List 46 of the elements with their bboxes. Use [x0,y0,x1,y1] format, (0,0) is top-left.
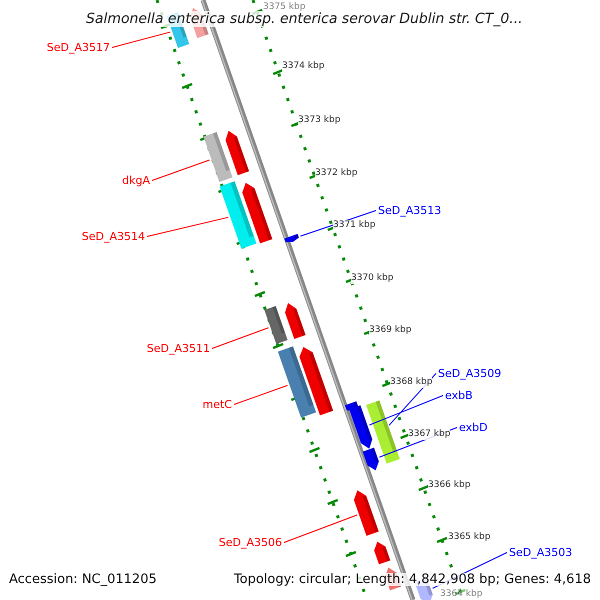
scale-label: 3365 kbp [448,532,490,543]
scale-label: 3364 kbp [440,589,482,600]
scale-label: 3367 kbp [408,429,450,440]
leader-line [234,384,288,405]
footer-text: Accession: NC_011205 [9,573,157,586]
gene-label: exbD [459,422,488,433]
gene-label: SeD_A3513 [378,205,442,216]
scale-label: 3368 kbp [390,377,432,388]
leader-line [112,32,171,48]
gene-block [374,542,390,564]
gene-label: dkgA [122,175,150,186]
gene-block [278,346,316,418]
gene-label: SeD_A3509 [438,368,502,379]
leader-line [284,514,358,543]
scale-label: 3372 kbp [315,168,358,179]
gene-marker [284,234,299,242]
gene-block [203,132,233,182]
gene-marker [345,401,358,411]
scale-label: 3373 kbp [298,115,340,126]
gene-block [220,181,256,249]
gene-label: metC [202,399,232,410]
gene-block [299,346,334,416]
gene-block [362,448,379,470]
scale-label: 3371 kbp [333,220,376,231]
gene-label: SeD_A3514 [82,231,145,242]
footer-text: Topology: circular; Length: 4,842,908 bp; Genes: 4,618 [234,573,591,586]
leader-line [368,395,444,426]
leader-line [146,216,229,237]
scale-label: 3369 kbp [369,325,412,336]
gene-label: SeD_A3511 [146,343,210,354]
gene-label: exbB [445,390,473,401]
gene-block [226,130,250,176]
gene-block [354,490,379,536]
leader-line [212,327,269,349]
scale-label: 3374 kbp [282,61,324,72]
gene-label: SeD_A3506 [218,537,282,548]
scale-label: 3370 kbp [351,273,394,284]
gene-block [366,400,400,464]
gene-label: SeD_A3517 [46,42,110,53]
gene-block [264,306,288,344]
gene-block [285,303,306,339]
gene-label: SeD_A3503 [509,547,572,558]
gene-block [349,405,372,449]
gene-block [242,182,272,244]
scale-label: 3366 kbp [428,480,470,491]
leader-line [152,160,210,181]
